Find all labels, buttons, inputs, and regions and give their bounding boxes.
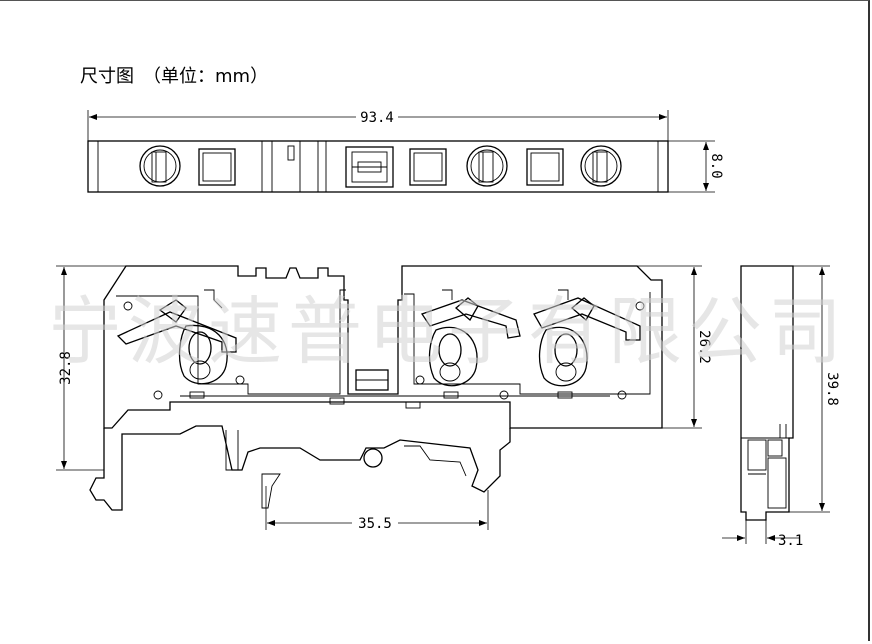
label-right-height: 26.2 bbox=[696, 330, 712, 364]
clamp-opening-1 bbox=[139, 145, 181, 187]
side-view bbox=[740, 265, 794, 521]
clamp-opening-3 bbox=[580, 145, 622, 187]
label-top-width: 93.4 bbox=[360, 110, 394, 126]
spring-clamp-2 bbox=[420, 289, 521, 387]
dimension-top-width bbox=[87, 110, 669, 141]
label-top-depth: 8.0 bbox=[708, 153, 724, 178]
dimension-rail-width bbox=[265, 486, 489, 530]
clamp-opening-2 bbox=[466, 145, 508, 187]
release-opening-3 bbox=[526, 148, 564, 186]
spring-clamp-1 bbox=[116, 289, 237, 385]
release-opening-1 bbox=[198, 148, 236, 186]
front-view bbox=[89, 265, 663, 511]
spring-clamp-3 bbox=[533, 289, 641, 387]
label-side-thickness: 3.1 bbox=[778, 533, 803, 549]
dimension-top-depth bbox=[668, 140, 715, 193]
top-view bbox=[87, 140, 669, 193]
dimension-side-height bbox=[789, 265, 830, 513]
dimension-left-height bbox=[56, 265, 126, 471]
test-socket bbox=[345, 146, 394, 188]
label-rail-width: 35.5 bbox=[358, 516, 392, 532]
label-left-height: 32.8 bbox=[58, 351, 74, 385]
dimension-right-height bbox=[637, 265, 702, 429]
page-title: 尺寸图 （单位：mm） bbox=[80, 66, 269, 87]
label-side-height: 39.8 bbox=[824, 372, 840, 406]
release-opening-2 bbox=[409, 148, 447, 186]
dimension-side-thickness bbox=[722, 520, 800, 544]
